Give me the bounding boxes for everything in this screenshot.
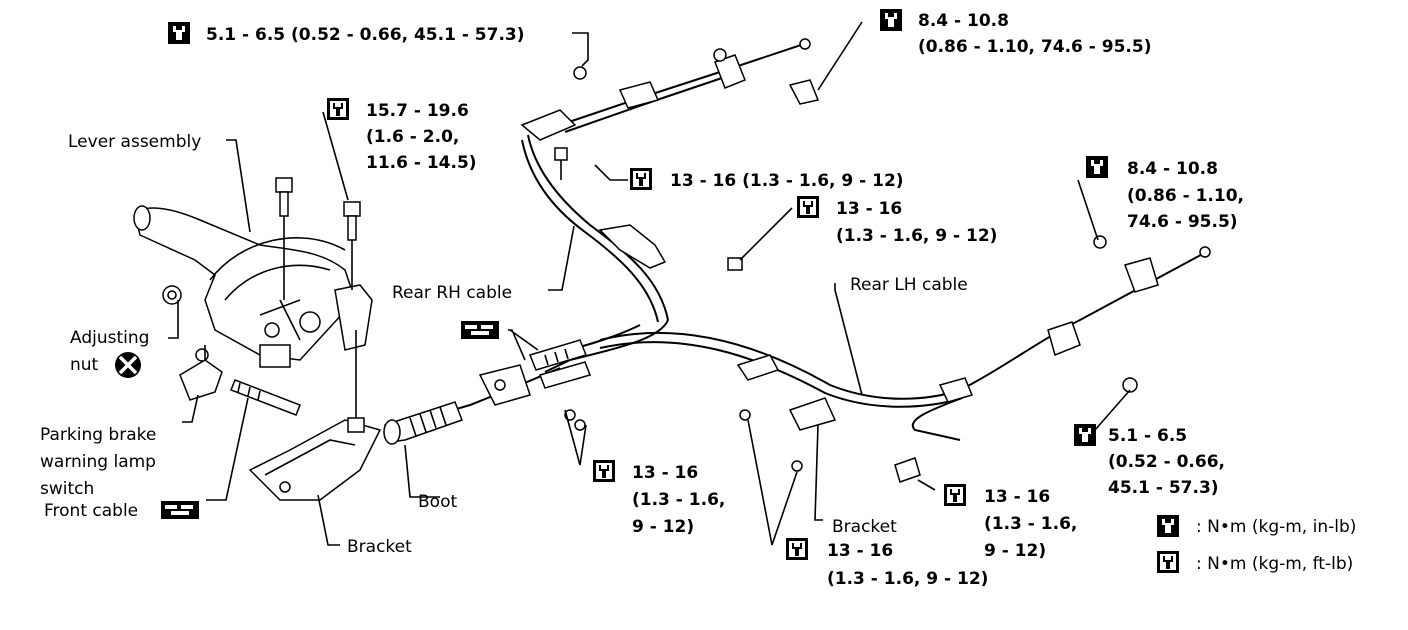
- torque-wrench-inlb-icon: [168, 22, 190, 44]
- grease-icon: [461, 321, 499, 339]
- torque-spec-7c: 45.1 - 57.3): [1108, 478, 1219, 498]
- mid-bracket-drawing: [564, 354, 837, 472]
- torque-spec-9b: (1.3 - 1.6,: [984, 514, 1077, 534]
- torque-spec-2a: 8.4 - 10.8: [918, 11, 1009, 31]
- torque-spec-3b: (1.6 - 2.0,: [366, 127, 459, 147]
- torque-wrench-inlb-icon: [1086, 156, 1108, 178]
- grease-icon: [161, 501, 199, 519]
- torque-spec-8c: 9 - 12): [632, 517, 694, 537]
- torque-spec-3c: 11.6 - 14.5): [366, 153, 477, 173]
- torque-spec-2b: (0.86 - 1.10, 74.6 - 95.5): [918, 37, 1151, 57]
- torque-wrench-ftlb-icon: [593, 460, 615, 482]
- torque-spec-7a: 5.1 - 6.5: [1108, 426, 1187, 446]
- label-bracket-mid: Bracket: [832, 517, 897, 537]
- parking-brake-switch-drawing: [179, 345, 223, 401]
- rear-lh-cable: [599, 249, 1211, 441]
- torque-spec-5b: (1.3 - 1.6, 9 - 12): [836, 226, 997, 246]
- label-adjusting-nut-2: nut: [70, 355, 99, 375]
- torque-wrench-ftlb-icon: [1157, 551, 1179, 573]
- torque-wrench-ftlb-icon: [797, 196, 819, 218]
- torque-spec-8a: 13 - 16: [632, 463, 698, 483]
- torque-wrench-ftlb-icon: [630, 168, 652, 190]
- torque-spec-6c: 74.6 - 95.5): [1127, 212, 1238, 232]
- label-pb-switch-3: switch: [40, 479, 94, 499]
- torque-spec-6b: (0.86 - 1.10,: [1127, 186, 1244, 206]
- label-adjusting-nut-1: Adjusting: [70, 328, 149, 348]
- legend: : N•m (kg-m, in-lb) : N•m (kg-m, ft-lb): [1157, 515, 1356, 574]
- torque-spec-8b: (1.3 - 1.6,: [632, 490, 725, 510]
- do-not-reuse-icon: [115, 352, 141, 378]
- torque-spec-3a: 15.7 - 19.6: [366, 101, 469, 121]
- torque-wrench-ftlb-icon: [944, 484, 966, 506]
- label-pb-switch-1: Parking brake: [40, 425, 156, 445]
- torque-spec-9a: 13 - 16: [984, 487, 1050, 507]
- torque-spec-10a: 13 - 16: [827, 541, 893, 561]
- label-front-cable: Front cable: [44, 501, 138, 521]
- adjusting-rod: [230, 379, 301, 416]
- label-rear-lh-cable: Rear LH cable: [850, 275, 968, 295]
- torque-wrench-ftlb-icon: [786, 538, 808, 560]
- lever-bolt-left: [275, 177, 293, 300]
- label-rear-rh-cable: Rear RH cable: [392, 283, 512, 303]
- torque-spec-7b: (0.52 - 0.66,: [1108, 452, 1225, 472]
- lower-bracket-drawing: [248, 330, 382, 501]
- legend-inlb: : N•m (kg-m, in-lb): [1196, 517, 1356, 537]
- lever-assembly-drawing: [133, 205, 373, 368]
- leader-lines: [168, 21, 1131, 546]
- front-cable-boot-drawing: [383, 401, 463, 445]
- rear-lh-end-drawing: [894, 235, 1211, 483]
- torque-wrench-inlb-icon: [880, 9, 902, 31]
- torque-spec-4: 13 - 16 (1.3 - 1.6, 9 - 12): [670, 171, 904, 191]
- label-bracket-lower: Bracket: [347, 537, 412, 557]
- label-boot: Boot: [418, 492, 457, 512]
- torque-wrench-inlb-icon: [1157, 515, 1179, 537]
- torque-spec-1: 5.1 - 6.5 (0.52 - 0.66, 45.1 - 57.3): [206, 25, 525, 45]
- equalizer-drawing: [478, 339, 591, 406]
- label-pb-switch-2: warning lamp: [40, 452, 156, 472]
- torque-wrench-ftlb-icon: [327, 98, 349, 120]
- torque-spec-5a: 13 - 16: [836, 199, 902, 219]
- upper-rh-cable-run: [559, 41, 811, 133]
- upper-bracket-drawing: [520, 38, 820, 271]
- lever-bolt-right: [343, 201, 361, 290]
- legend-ftlb: : N•m (kg-m, ft-lb): [1196, 554, 1353, 574]
- torque-wrench-inlb-icon: [1074, 424, 1096, 446]
- torque-spec-10b: (1.3 - 1.6, 9 - 12): [827, 569, 988, 589]
- torque-spec-9c: 9 - 12): [984, 541, 1046, 561]
- label-lever-assembly: Lever assembly: [68, 132, 201, 152]
- torque-spec-6a: 8.4 - 10.8: [1127, 159, 1218, 179]
